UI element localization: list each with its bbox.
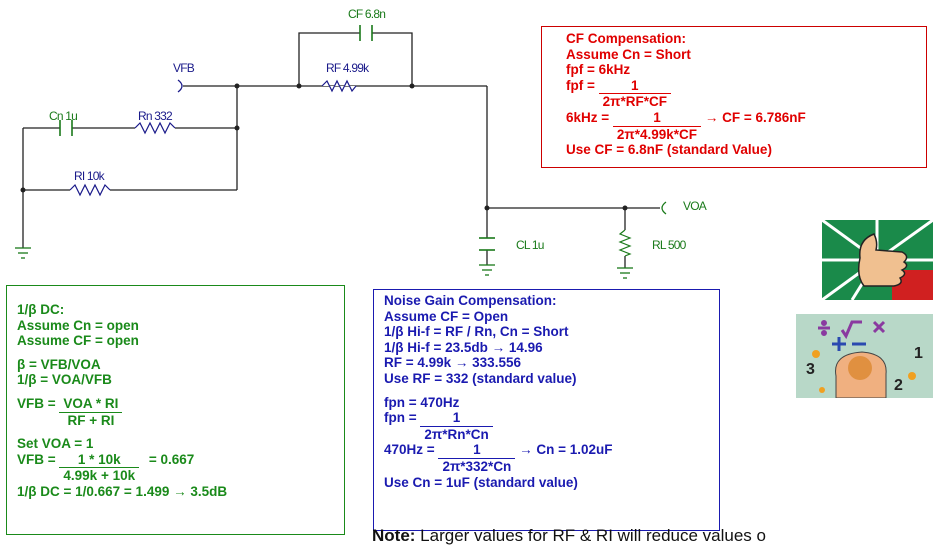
fraction: 1 2π*332*Cn — [438, 442, 516, 474]
rn-resistor-icon — [134, 121, 176, 135]
cf-box-fpf: fpf = 6kHz — [566, 62, 631, 78]
fraction: 1 * 10k 4.99k + 10k — [59, 452, 140, 484]
cf-box-use: Use CF = 6.8nF (standard Value) — [566, 142, 772, 158]
math-head-icon: 3 12 — [796, 314, 933, 398]
cf-box-assume: Assume Cn = Short — [566, 46, 691, 62]
cf-compensation-box: CF Compensation: Assume Cn = Short fpf =… — [541, 26, 927, 168]
cf-label: CF 6.8n — [348, 7, 386, 21]
rn-label: Rn 332 — [138, 109, 173, 123]
cf-box-fpf-formula: fpf = 1 2π*RF*CF — [566, 78, 926, 110]
svg-text:3: 3 — [806, 361, 815, 378]
ri-label: RI 10k — [74, 169, 105, 183]
cn-capacitor-icon — [59, 120, 73, 136]
vfb-port-icon — [177, 79, 183, 93]
cf-box-solve: 6kHz = 1 2π*4.99k*CF → CF = 6.786nF — [566, 109, 806, 142]
noise-box-title: Noise Gain Compensation: — [384, 293, 557, 308]
noise-gain-box: Noise Gain Compensation: Assume CF = Ope… — [373, 289, 720, 531]
rl-label: RL 500 — [652, 238, 686, 252]
vfb-formula: VFB = VOA * RI RF + RI — [17, 396, 344, 428]
fpn-formula: fpn = 1 2π*Rn*Cn — [384, 410, 719, 442]
cf-right-wire — [372, 32, 413, 86]
dc-box-title: 1/β DC: — [17, 302, 65, 317]
vfb-calc: VFB = 1 * 10k 4.99k + 10k = 0.667 — [17, 451, 195, 484]
bottom-note: Note: Larger values for RF & RI will red… — [372, 526, 766, 545]
voa-label: VOA — [683, 199, 707, 213]
thumbs-up-icon — [822, 220, 933, 300]
ground-icon-cl — [479, 264, 495, 276]
ground-icon-rl — [617, 267, 633, 279]
ground-icon-left — [15, 247, 31, 259]
fraction: 1 2π*Rn*Cn — [420, 410, 493, 442]
dc-beta-box: 1/β DC: Assume Cn = open Assume CF = ope… — [6, 285, 345, 535]
rl-resistor-icon — [618, 229, 632, 257]
rf-label: RF 4.99k — [326, 61, 369, 75]
svg-text:2: 2 — [894, 377, 903, 394]
cl-capacitor-icon — [479, 237, 495, 251]
fraction: 1 2π*4.99k*CF — [612, 110, 702, 142]
rf-resistor-icon — [321, 79, 357, 93]
fraction: 1 2π*RF*CF — [598, 78, 671, 110]
cn-solve: 470Hz = 1 2π*332*Cn → Cn = 1.02uF — [384, 442, 613, 474]
fraction: VOA * RI RF + RI — [59, 396, 123, 428]
cl-label: CL 1u — [516, 238, 544, 252]
cf-left-wire — [298, 32, 360, 86]
cf-capacitor-icon — [359, 25, 373, 41]
svg-text:1: 1 — [914, 345, 923, 362]
voa-port-icon — [661, 201, 667, 215]
vfb-label: VFB — [173, 61, 195, 75]
cf-box-title: CF Compensation: — [566, 31, 686, 46]
ri-resistor-icon — [69, 183, 111, 197]
cn-label: Cn 1u — [49, 109, 78, 123]
